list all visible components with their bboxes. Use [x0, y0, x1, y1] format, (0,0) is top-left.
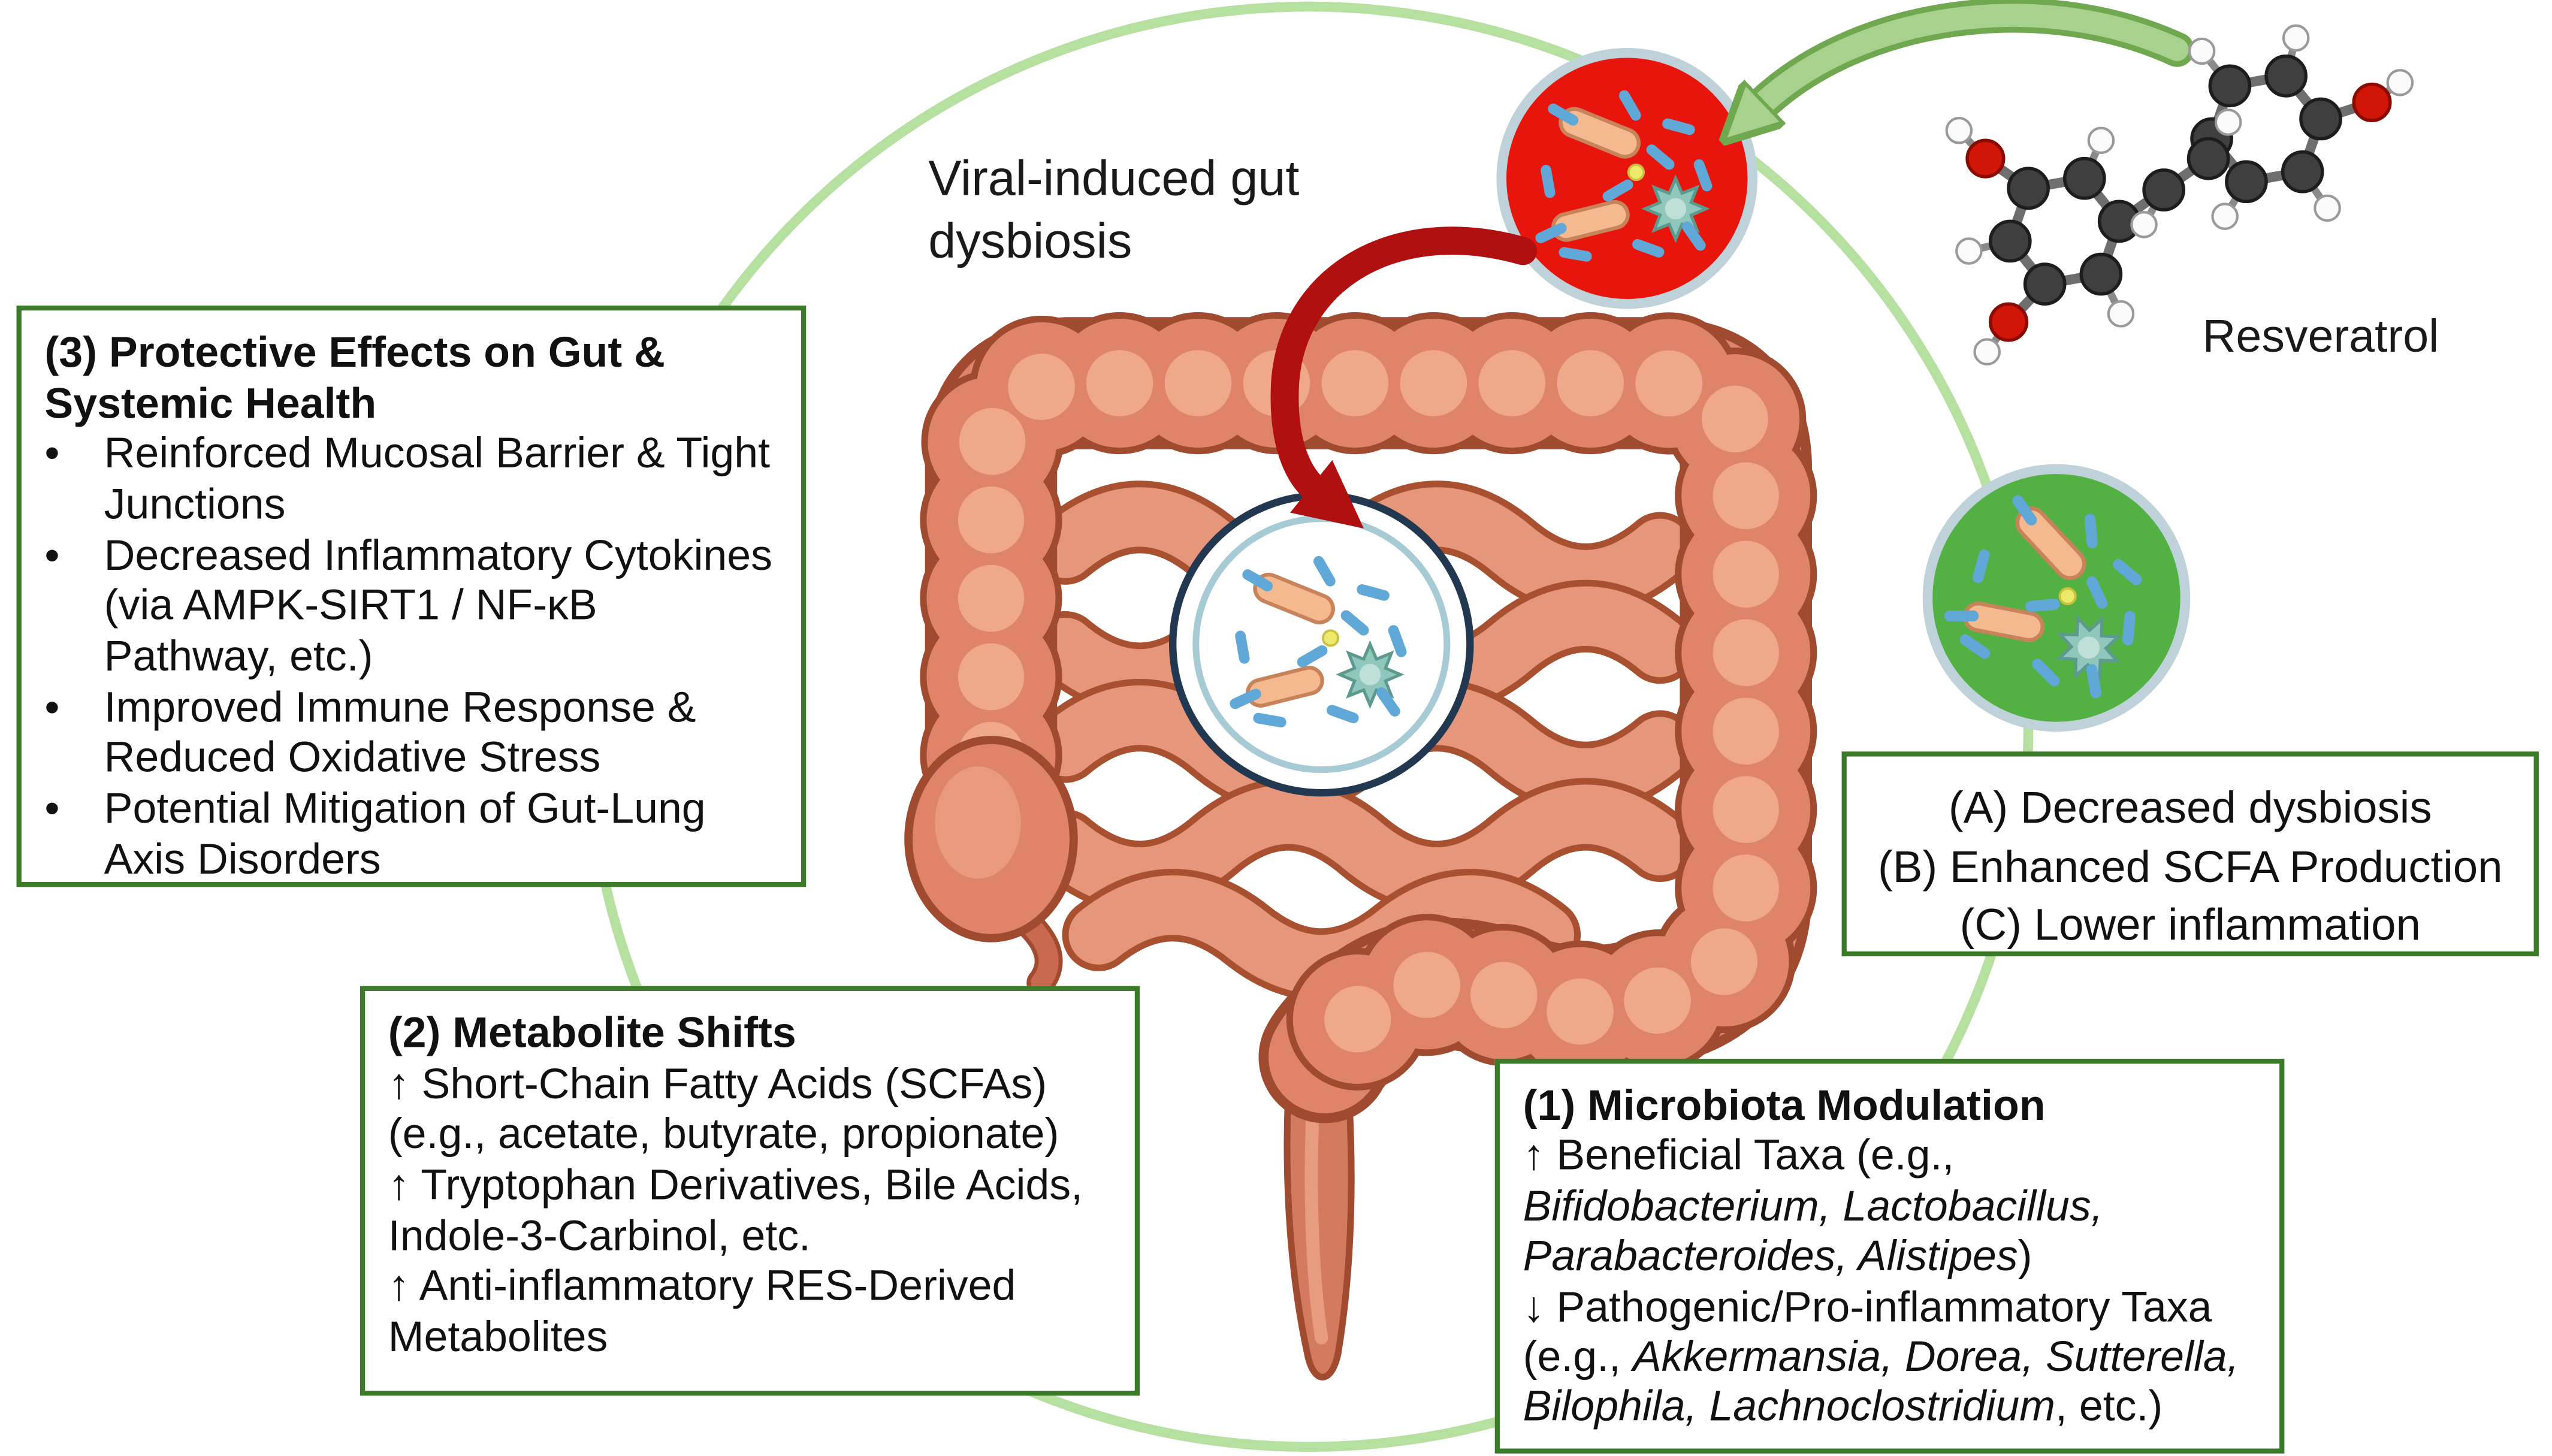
- outcome-line: (A) Decreased dysbiosis: [1948, 783, 2432, 833]
- metabolite-line: ↑ Anti-inflammatory RES-Derived Metaboli…: [388, 1261, 1016, 1361]
- bullet-glyph: •: [44, 783, 60, 833]
- metabolite-line: ↑ Short-Chain Fatty Acids (SCFAs) (e.g.,…: [388, 1058, 1059, 1159]
- microbiota-modulation-box: (1) Microbiota Modulation ↑ Beneficial T…: [1494, 1058, 2285, 1454]
- bullet-text: Improved Immune Response & Reduced Oxida…: [104, 681, 696, 782]
- list-item: • Decreased Inflammatory Cytokines (via A…: [44, 530, 778, 682]
- microbiota-modulation-title: (1) Microbiota Modulation: [1523, 1080, 2046, 1130]
- metabolite-shifts-box: (2) Metabolite Shifts ↑ Short-Chain Fatt…: [360, 986, 1140, 1396]
- list-item: • Potential Mitigation of Gut-Lung Axis D…: [44, 783, 778, 884]
- carbon-atoms: [1988, 54, 2342, 306]
- viral-dysbiosis-label: Viral-induced gut dysbiosis: [928, 152, 1300, 268]
- green-curved-arrow: [1761, 0, 2195, 106]
- outcomes-box: (A) Decreased dysbiosis (B) Enhanced SCF…: [1841, 751, 2539, 957]
- outcome-line: (B) Enhanced SCFA Production: [1877, 841, 2503, 892]
- microbiota-line: ↑ Beneficial Taxa (e.g., Bifidobacterium…: [1523, 1130, 2103, 1280]
- protective-effects-title: (3) Protective Effects on Gut & Systemic…: [44, 327, 665, 428]
- microbiota-line: ↓ Pathogenic/Pro-inflammatory Taxa (e.g.…: [1523, 1281, 2239, 1431]
- magnifier-circle: [1168, 491, 1474, 797]
- metabolite-shifts-title: (2) Metabolite Shifts: [388, 1007, 796, 1058]
- protective-effects-box: (3) Protective Effects on Gut & Systemic…: [16, 305, 807, 887]
- bullet-text: Decreased Inflammatory Cytokines (via AM…: [104, 530, 773, 681]
- healthy-microbiota-circle: [1922, 464, 2191, 732]
- protective-effects-list: • Reinforced Mucosal Barrier & Tight Junc…: [44, 428, 778, 884]
- metabolite-line: ↑ Tryptophan Derivatives, Bile Acids, In…: [388, 1159, 1083, 1260]
- bullet-glyph: •: [44, 530, 60, 579]
- bullet-text: Reinforced Mucosal Barrier & Tight Junct…: [104, 428, 771, 529]
- bullet-text: Potential Mitigation of Gut-Lung Axis Di…: [104, 783, 706, 884]
- red-curved-arrow: [1270, 226, 1538, 528]
- bullet-glyph: •: [44, 428, 60, 478]
- oxygen-atoms: [1965, 82, 2392, 342]
- bullet-glyph: •: [44, 681, 60, 732]
- outcome-line: (C) Lower inflammation: [1959, 901, 2421, 950]
- resveratrol-molecule: [1945, 24, 2414, 365]
- dysbiosis-circle: [1496, 47, 1758, 309]
- hydrogen-atoms: [1945, 24, 2414, 365]
- cecum: [904, 736, 1078, 997]
- large-intestine: [920, 312, 1817, 1128]
- resveratrol-label: Resveratrol: [2202, 310, 2439, 362]
- list-item: • Reinforced Mucosal Barrier & Tight Junc…: [44, 428, 778, 530]
- list-item: • Improved Immune Response & Reduced Oxid…: [44, 682, 778, 783]
